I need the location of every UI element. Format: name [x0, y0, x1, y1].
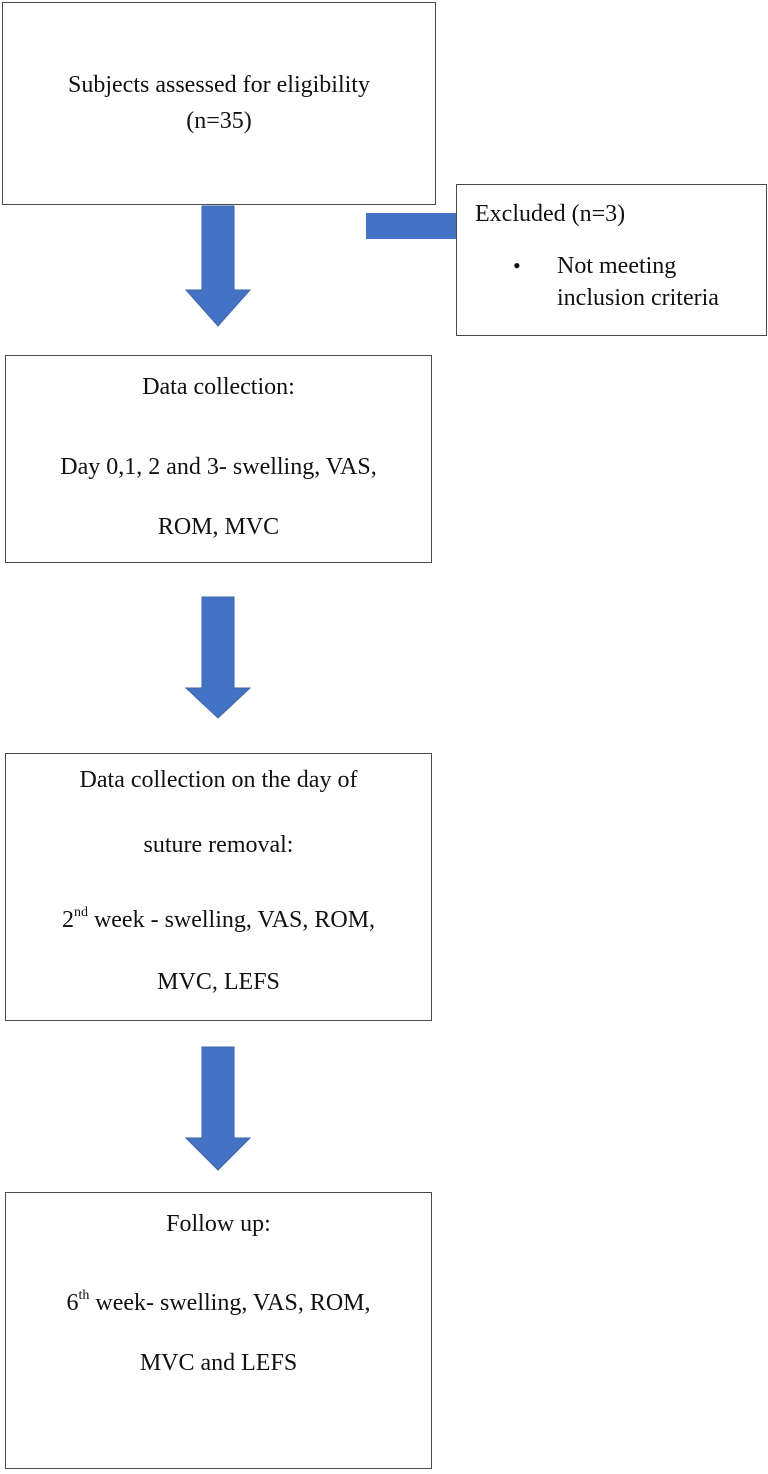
down-arrow-1: [184, 205, 252, 327]
week-measures: week - swelling, VAS, ROM,: [87, 907, 376, 933]
week-number: 6: [66, 1290, 79, 1316]
follow-up-title: Follow up:: [166, 1211, 271, 1237]
eligibility-box: Subjects assessed for eligibility (n=35): [2, 2, 436, 205]
exclusion-connector: [366, 213, 458, 239]
exclusion-reason-line1: Not meeting: [557, 253, 677, 279]
bullet-icon: •: [513, 253, 521, 278]
eligibility-count: (n=35): [186, 108, 252, 134]
excluded-title: Excluded (n=3): [475, 201, 626, 227]
excluded-box: Excluded (n=3) • Not meeting inclusion c…: [456, 184, 767, 336]
suture-removal-line2: suture removal:: [143, 832, 294, 858]
follow-up-box: Follow up: 6th week- swelling, VAS, ROM,…: [5, 1192, 432, 1469]
data-collection-days: Day 0,1, 2 and 3- swelling, VAS,: [60, 454, 377, 480]
suture-removal-line4: MVC, LEFS: [157, 969, 280, 995]
follow-up-line3: MVC and LEFS: [139, 1350, 298, 1376]
down-arrow-2: [184, 596, 252, 719]
ordinal-suffix: nd: [73, 905, 88, 920]
week-measures: week- swelling, VAS, ROM,: [89, 1290, 371, 1316]
suture-removal-box: Data collection on the day of suture rem…: [5, 753, 432, 1021]
data-collection-box: Data collection: Day 0,1, 2 and 3- swell…: [5, 355, 432, 563]
suture-removal-line1: Data collection on the day of: [79, 767, 358, 793]
data-collection-title: Data collection:: [142, 374, 295, 400]
week-number: 2: [61, 907, 74, 933]
ordinal-suffix: th: [78, 1288, 90, 1303]
down-arrow-3: [184, 1046, 252, 1171]
follow-up-line2: 6th week- swelling, VAS, ROM,: [6, 1288, 431, 1318]
suture-removal-line3: 2nd week - swelling, VAS, ROM,: [6, 905, 431, 935]
eligibility-label: Subjects assessed for eligibility: [68, 72, 370, 98]
exclusion-reason-line2: inclusion criteria: [557, 285, 719, 311]
data-collection-measures: ROM, MVC: [157, 514, 280, 540]
